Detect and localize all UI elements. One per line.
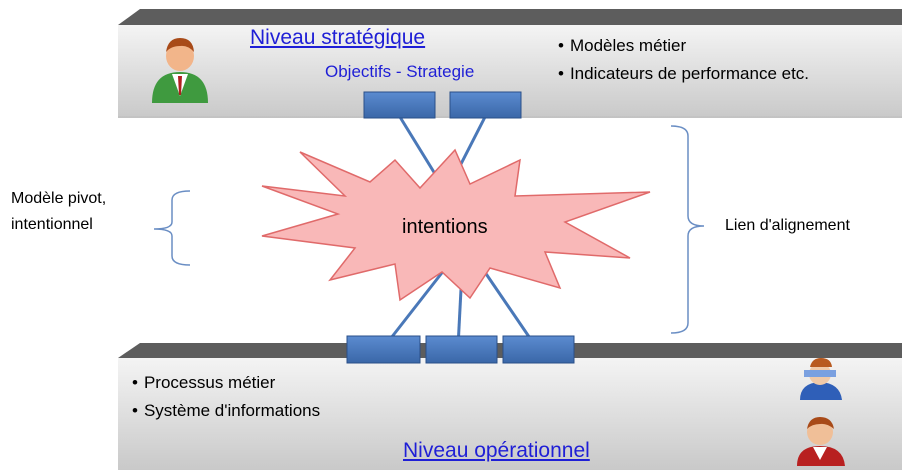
operational-bullet: Processus métier [132, 373, 275, 393]
connector-box [502, 335, 575, 364]
right-brace [670, 125, 705, 334]
connector-box [363, 91, 436, 119]
intentions-star [261, 148, 651, 302]
connector-box [346, 335, 421, 364]
connector-line [476, 261, 538, 348]
user-person-icon [800, 358, 842, 400]
operational-bullet: Système d'informations [132, 401, 320, 421]
operational-level-link[interactable]: Niveau opérationnel [403, 439, 590, 462]
left-brace [153, 190, 191, 266]
pivot-model-label-line1: Modèle pivot, [11, 190, 107, 207]
alignment-link-label: Lien d'alignement [725, 217, 850, 234]
strategic-subtitle: Objectifs - Strategie [325, 62, 475, 81]
manager-person-icon [152, 38, 208, 103]
connector-line [382, 264, 450, 348]
strategic-bullet: Indicateurs de performance etc. [558, 64, 809, 84]
connector-box [425, 335, 498, 364]
pivot-model-label-line2: intentionnel [11, 216, 93, 233]
operator-person-icon [797, 417, 845, 466]
strategic-level-link[interactable]: Niveau stratégique [250, 26, 426, 49]
connector-box [449, 91, 522, 119]
connector-boxes [346, 91, 575, 364]
strategic-bullet: Modèles métier [558, 36, 686, 56]
intentions-label: intentions [402, 216, 488, 238]
